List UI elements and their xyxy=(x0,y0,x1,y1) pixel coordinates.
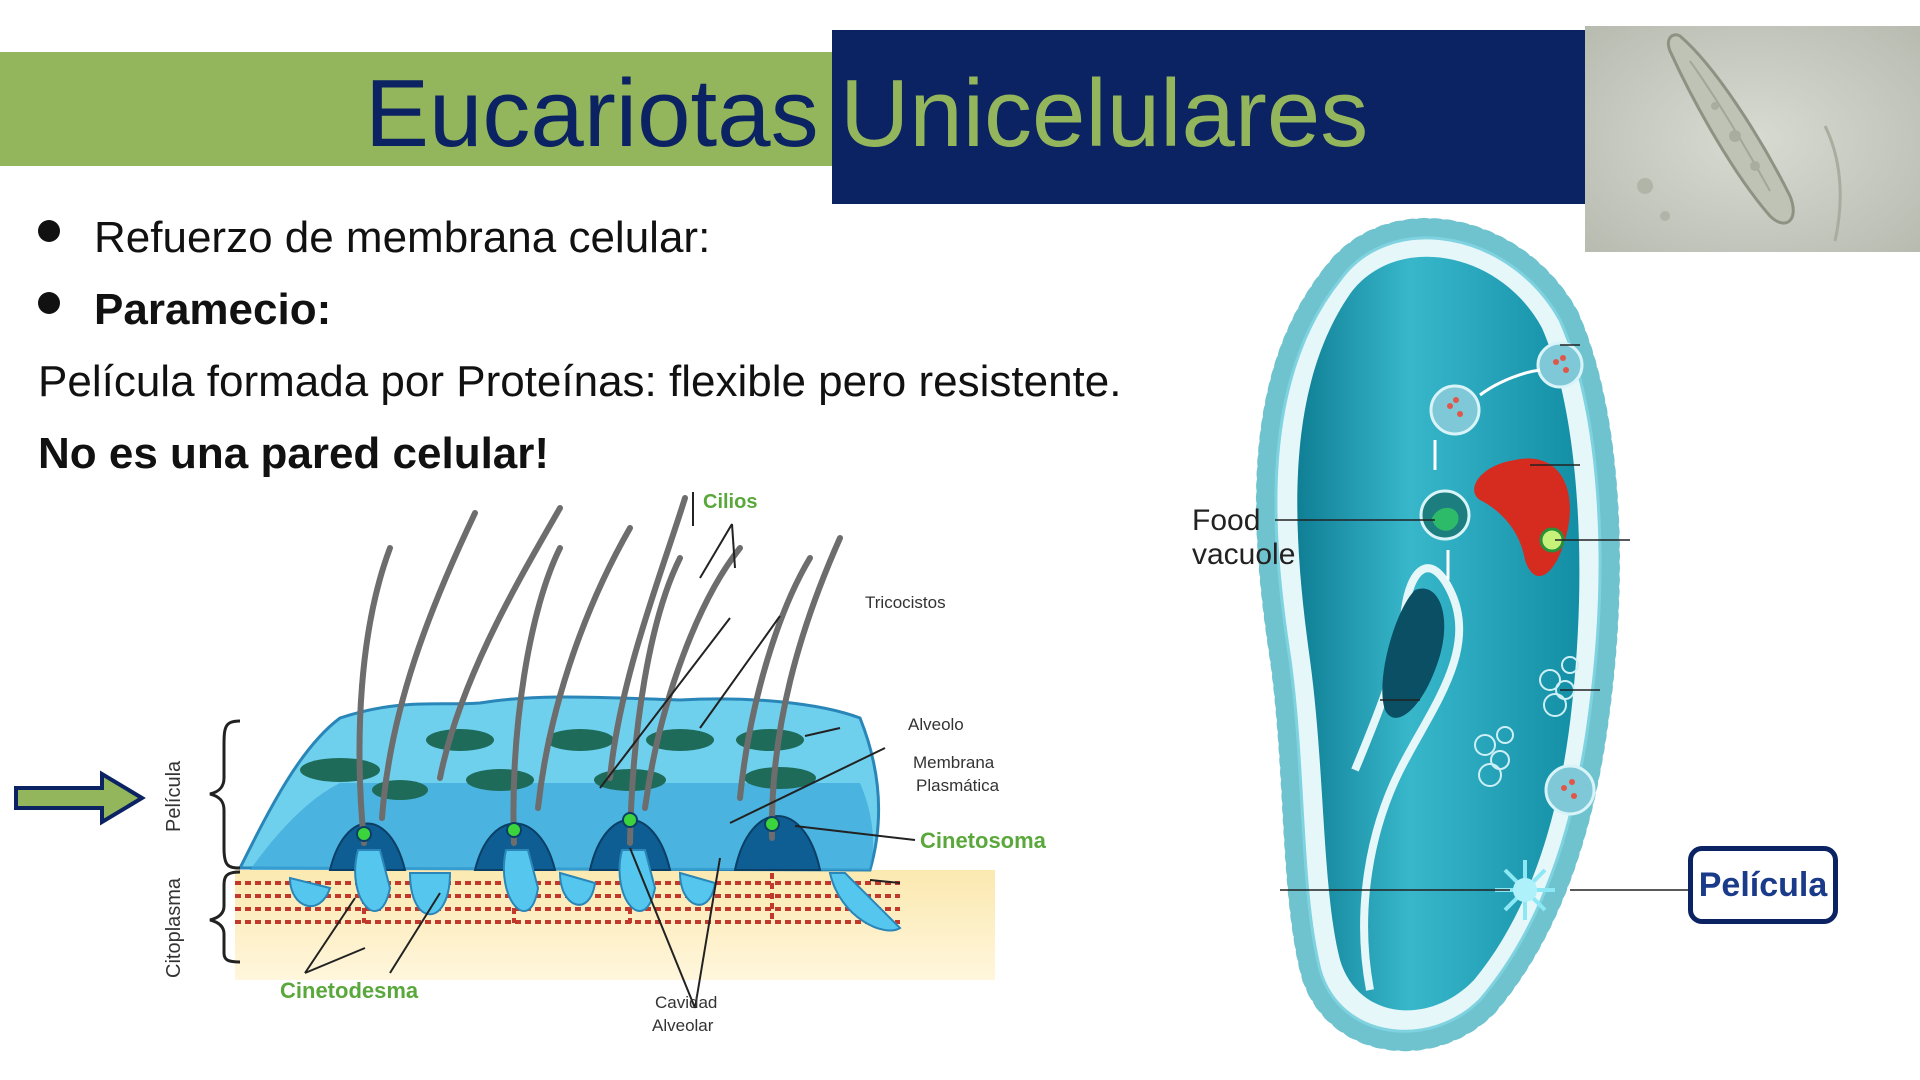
label-citoplasma-vertical: Citoplasma xyxy=(163,877,185,978)
label-membrana-1: Membrana xyxy=(913,753,995,772)
pelicula-callout: Película xyxy=(1688,846,1838,924)
label-pelicula-vertical: Película xyxy=(163,760,185,832)
label-cavidad-2: Alveolar xyxy=(652,1016,714,1035)
bullet-dot xyxy=(38,220,60,242)
pellicle-structure-diagram: Cilios Tricocistos Alveolo Membrana Plas… xyxy=(163,491,1047,1035)
label-tricocistos: Tricocistos xyxy=(865,593,946,612)
bullet-membrana: Refuerzo de membrana celular: xyxy=(38,210,710,266)
bullet-paramecio: Paramecio: xyxy=(38,282,331,338)
label-cilios: Cilios xyxy=(703,491,757,513)
title-green-band xyxy=(0,52,832,166)
pelicula-description: Película formada por Proteínas: flexible… xyxy=(38,357,1122,406)
label-vacuole: vacuole xyxy=(1192,538,1295,571)
not-cell-wall-note: No es una pared celular! xyxy=(38,429,550,478)
bullet-text: Paramecio: xyxy=(94,285,332,334)
label-membrana-2: Plasmática xyxy=(916,776,1000,795)
label-alveolo: Alveolo xyxy=(908,715,964,734)
bullet-text: Refuerzo de membrana celular: xyxy=(94,213,711,262)
label-cinetosoma: Cinetosoma xyxy=(920,828,1047,853)
paramecium-micrograph xyxy=(1585,26,1920,252)
title-part-2: Unicelulares xyxy=(840,60,1369,167)
title-part-1: Eucariotas xyxy=(365,60,819,167)
right-arrow-icon xyxy=(14,770,146,831)
paramecium-cell-diagram: Food vacuole xyxy=(1192,217,1690,1052)
bullet-dot xyxy=(38,292,60,314)
label-cinetodesma: Cinetodesma xyxy=(280,978,419,1003)
label-food: Food xyxy=(1192,504,1260,537)
label-cavidad-1: Cavidad xyxy=(655,993,717,1012)
